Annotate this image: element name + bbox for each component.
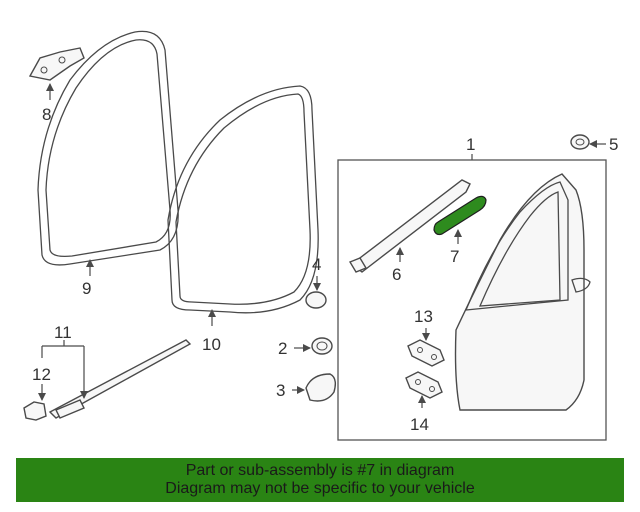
- callout-5: 5: [609, 135, 618, 154]
- callout-2: 2: [278, 339, 287, 358]
- part-1-door-shell[interactable]: [454, 173, 591, 411]
- part-4-grommet[interactable]: [305, 291, 327, 309]
- banner-line-2: Diagram may not be specific to your vehi…: [165, 480, 475, 497]
- part-7-highlighted-trim[interactable]: [433, 195, 487, 236]
- info-banner: Part or sub-assembly is #7 in diagram Di…: [16, 458, 624, 502]
- callout-7: 7: [450, 247, 459, 266]
- banner-line-1: Part or sub-assembly is #7 in diagram: [185, 462, 455, 479]
- callout-13: 13: [414, 307, 433, 326]
- callout-4: 4: [312, 255, 321, 274]
- part-10-seal[interactable]: [167, 85, 319, 314]
- part-11-sill-trim[interactable]: [48, 339, 192, 419]
- part-13-hinge[interactable]: [407, 339, 445, 367]
- callout-12: 12: [32, 365, 51, 384]
- part-9-seal[interactable]: [37, 30, 179, 266]
- part-14-hinge[interactable]: [405, 371, 443, 399]
- callout-3: 3: [276, 381, 285, 400]
- part-2-plug[interactable]: [311, 337, 333, 355]
- part-5-clip[interactable]: [570, 134, 590, 150]
- callout-6: 6: [392, 265, 401, 284]
- part-3-plug[interactable]: [305, 373, 337, 402]
- callout-1: 1: [466, 135, 475, 154]
- callout-9: 9: [82, 279, 91, 298]
- part-6-frame-trim[interactable]: [348, 179, 471, 273]
- callout-14: 14: [410, 415, 429, 434]
- callout-8: 8: [42, 105, 51, 124]
- callout-11: 11: [54, 323, 72, 342]
- callout-10: 10: [202, 335, 221, 354]
- part-12-clip[interactable]: [23, 401, 47, 421]
- part-8-hinge[interactable]: [28, 47, 85, 81]
